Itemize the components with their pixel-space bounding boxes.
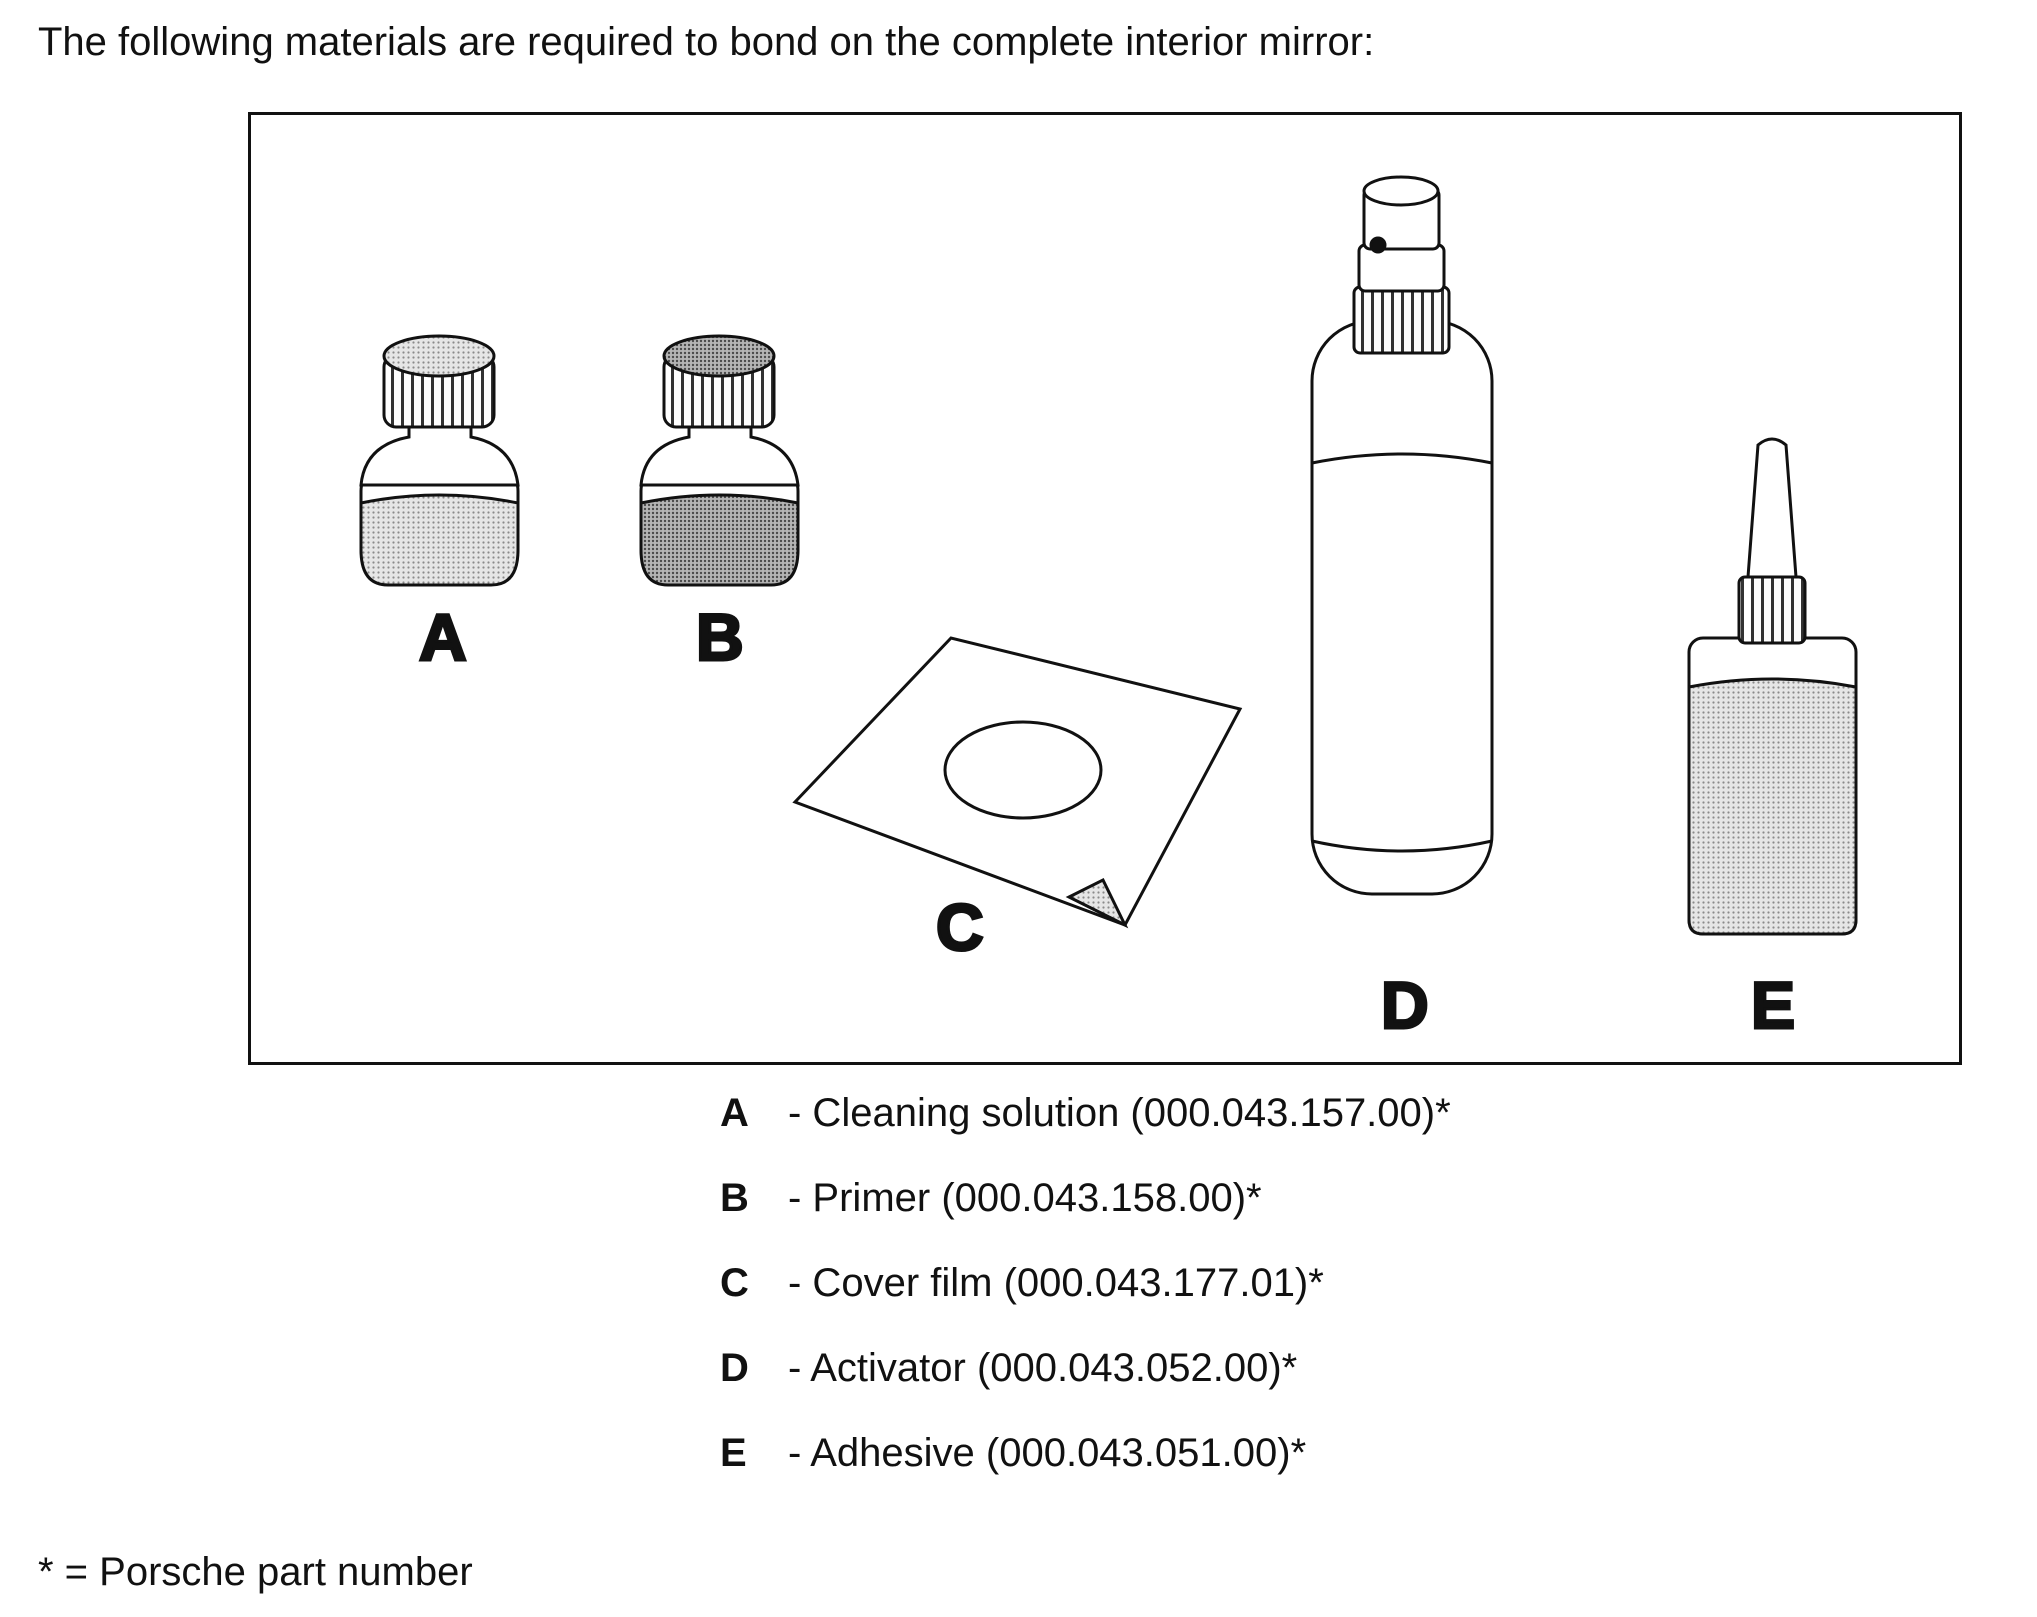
bottle-b-icon [639,334,800,587]
materials-figure: A B C D E [248,112,1962,1065]
figure-label-d: D [1381,968,1429,1042]
figure-label-c: C [936,890,984,964]
bottle-a-icon [359,334,520,587]
materials-illustration: A B C D E [359,175,1858,1044]
legend-description: - Activator (000.043.052.00)* [788,1346,1298,1390]
figure-label-b: B [696,600,744,674]
legend-description: - Cleaning solution (000.043.157.00)* [788,1091,1451,1135]
cover-film-icon [792,636,1243,929]
legend-letter: E [720,1431,747,1475]
legend-letter: B [720,1176,749,1220]
footnote: * = Porsche part number [38,1550,473,1594]
legend-description: - Adhesive (000.043.051.00)* [788,1431,1307,1475]
legend-description: - Cover film (000.043.177.01)* [788,1261,1324,1305]
activator-bottle-icon [1310,175,1494,896]
figure-label-e: E [1751,968,1795,1042]
adhesive-bottle-icon [1687,437,1858,936]
intro-text: The following materials are required to … [38,20,1375,64]
legend-letter: C [720,1261,749,1305]
legend-description: - Primer (000.043.158.00)* [788,1176,1262,1220]
legend-letter: A [720,1091,749,1135]
legend-letter: D [720,1346,749,1390]
figure-label-a: A [419,600,467,674]
